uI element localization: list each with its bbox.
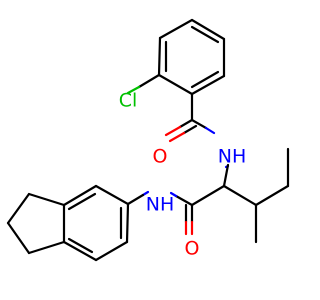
- bond: [67, 237, 94, 254]
- bond: [174, 194, 194, 207]
- bond: [126, 193, 145, 206]
- bond: [190, 184, 226, 207]
- bond: [125, 202, 130, 244]
- bond: [178, 118, 194, 129]
- bond: [27, 240, 66, 255]
- bond: [168, 131, 186, 143]
- bond: [190, 18, 226, 41]
- bond: [164, 125, 182, 137]
- bond: [6, 221, 31, 255]
- bond: [157, 36, 162, 77]
- bond: [190, 74, 226, 96]
- bond: [182, 124, 198, 135]
- bond: [190, 70, 220, 89]
- bond: [158, 18, 194, 40]
- bond: [204, 126, 216, 135]
- bond: [126, 85, 141, 95]
- bond: [94, 240, 129, 262]
- amide-oxygen-bottom-label: O: [185, 238, 200, 260]
- amide-nitrogen-top-label: NH: [218, 146, 247, 168]
- bond: [62, 184, 98, 207]
- bond: [137, 73, 161, 89]
- amide-oxygen-top-label: O: [153, 146, 168, 168]
- bond: [254, 184, 290, 207]
- bond: [67, 192, 97, 211]
- bond: [190, 25, 220, 44]
- bond: [27, 192, 66, 207]
- amide-nitrogen-bottom-label: NH: [146, 194, 175, 216]
- bond: [6, 192, 31, 225]
- bond: [62, 240, 98, 262]
- bond: [157, 73, 194, 96]
- chlorobenzene-ring: [157, 18, 226, 96]
- bond: [222, 163, 230, 188]
- bond: [94, 184, 130, 206]
- chlorine-label: Cl: [119, 90, 138, 112]
- indane-ring: [6, 184, 130, 262]
- molecule-diagram: Cl O NH NH O: [6, 18, 290, 262]
- bond: [190, 118, 208, 130]
- bond: [222, 184, 258, 207]
- bond: [169, 191, 178, 198]
- structure-canvas: Cl O NH NH O: [6, 18, 290, 262]
